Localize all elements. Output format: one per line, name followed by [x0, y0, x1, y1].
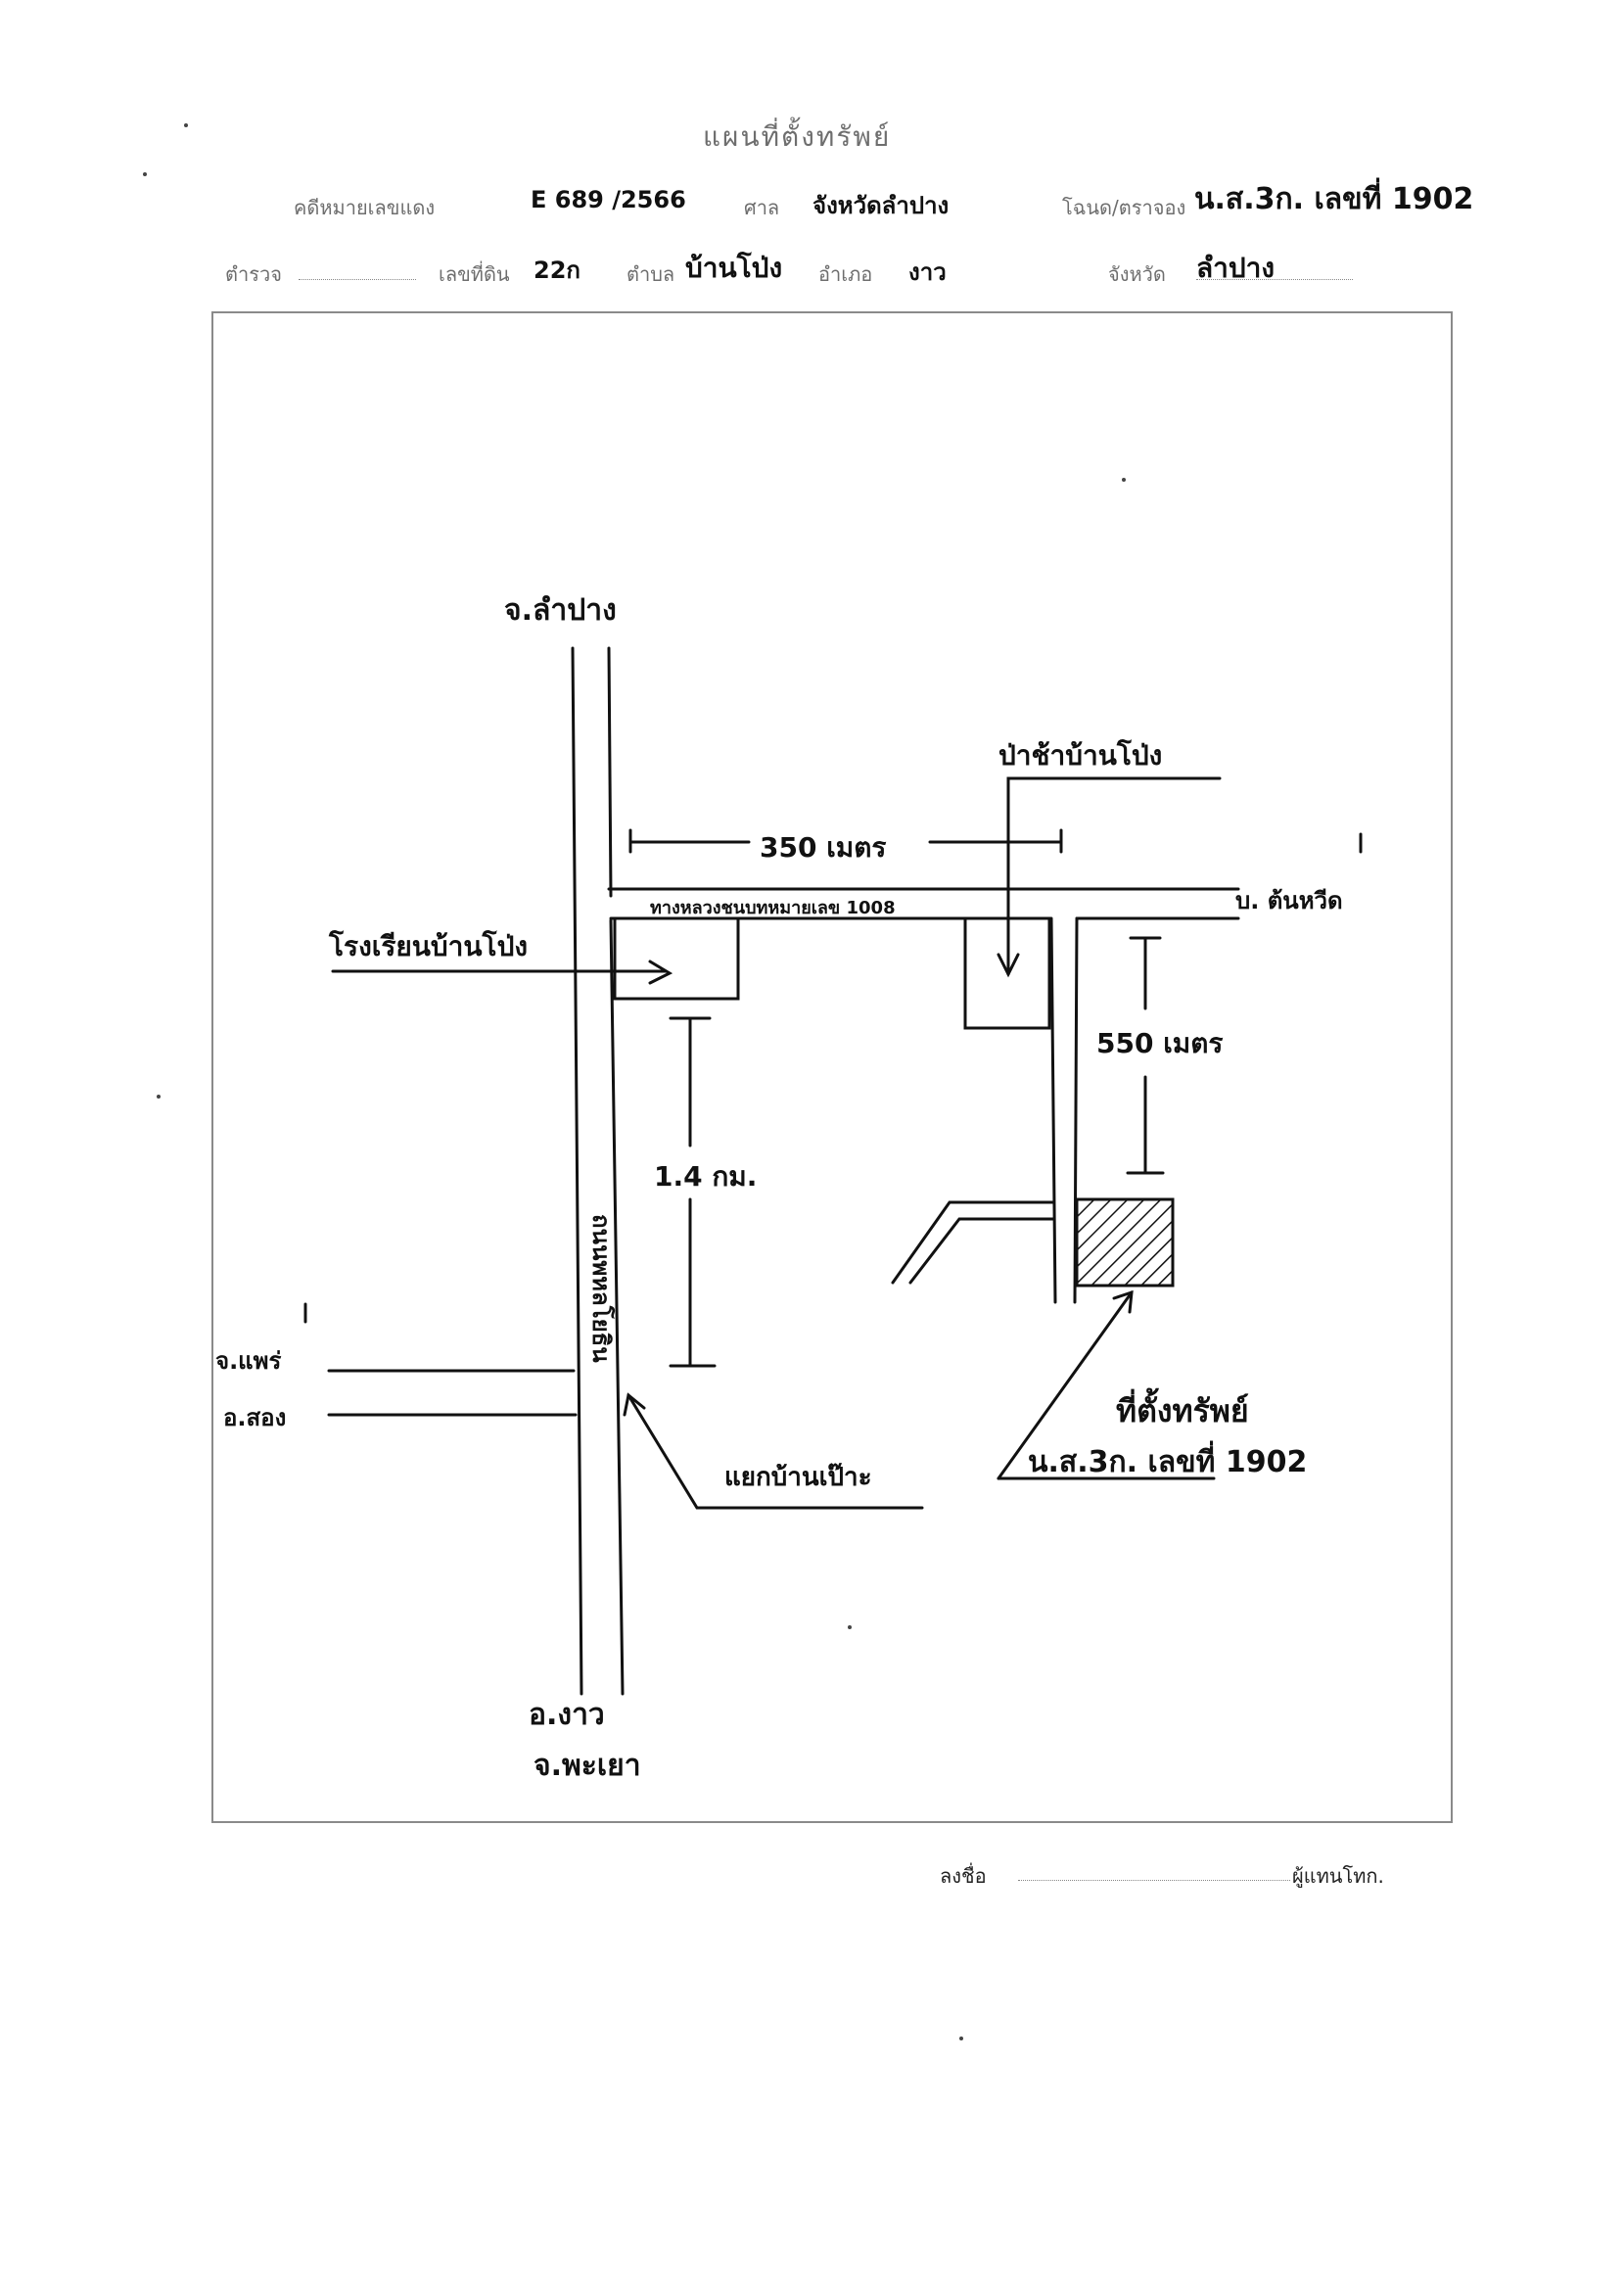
signature-label: ลงชื่อ — [940, 1864, 987, 1888]
scan-speck — [157, 1095, 161, 1099]
survey-blank — [299, 279, 416, 280]
scan-speck — [848, 1625, 852, 1629]
scan-speck — [143, 172, 147, 176]
property-label: ที่ตั้งทรัพย์ — [1116, 1392, 1249, 1429]
main-road-west-edge — [571, 646, 583, 1696]
branch-road-label: ทางหลวงชนบทหมายเลข 1008 — [650, 898, 896, 918]
court-label: ศาล — [744, 196, 780, 219]
map-frame — [211, 311, 1453, 1823]
main-road-east-edge-south — [609, 918, 625, 1696]
plot-value: 22ก — [534, 257, 580, 284]
property-parcel — [1075, 1197, 1175, 1288]
district-label: อำเภอ — [818, 262, 873, 286]
property-deed-label: น.ส.3ก. เลขที่ 1902 — [1028, 1445, 1308, 1479]
south-destination-label-1: อ.งาว — [529, 1698, 605, 1732]
deed-label: โฉนด/ตราจอง — [1062, 196, 1186, 219]
school-box — [613, 916, 740, 1001]
school-arrowhead — [648, 960, 673, 985]
plot-label: เลขที่ดิน — [439, 262, 510, 286]
property-arrowhead — [1112, 1289, 1134, 1314]
deed-value: น.ส.3ก. เลขที่ 1902 — [1194, 182, 1474, 216]
cemetery-label: ป่าช้าบ้านโป่ง — [998, 739, 1163, 772]
side-road-upper — [891, 1200, 1055, 1285]
south-destination-label-2: จ.พะเยา — [534, 1749, 641, 1783]
junction-arrowhead — [623, 1392, 646, 1417]
main-road-east-edge-north — [607, 646, 613, 898]
east-destination-label: บ. ต้นหวีด — [1235, 887, 1343, 914]
scan-speck — [184, 123, 188, 127]
scan-speck — [1122, 478, 1126, 482]
cemetery-arrowhead — [997, 953, 1020, 978]
school-label: โรงเรียนบ้านโป่ง — [329, 930, 529, 962]
court-value: จังหวัดลำปาง — [812, 192, 950, 219]
access-road-east-edge — [1073, 916, 1079, 1304]
distance-350-label: 350 เมตร — [760, 831, 887, 864]
junction-leader-line — [626, 1393, 924, 1510]
subdistrict-label: ตำบล — [626, 262, 675, 286]
province-label: จังหวัด — [1108, 262, 1166, 286]
distance-14-label: 1.4 กม. — [654, 1160, 758, 1193]
west-destination-label-2: อ.สอง — [223, 1404, 287, 1431]
subdistrict-value: บ้านโป่ง — [685, 252, 783, 284]
west-destination-label-1: จ.แพร่ — [215, 1347, 282, 1375]
north-destination-label: จ.ลำปาง — [504, 593, 617, 628]
case-label: คดีหมายเลขแดง — [294, 196, 436, 219]
side-road-lower — [908, 1217, 1055, 1285]
property-arrow-shaft — [997, 1290, 1134, 1480]
cemetery-leader-line — [1006, 776, 1222, 976]
district-value: งาว — [908, 258, 947, 286]
access-road-west-edge — [1049, 916, 1057, 1304]
junction-label: แยกบ้านเป๊าะ — [724, 1463, 872, 1492]
case-number: E 689 /2566 — [531, 186, 686, 213]
distance-550-label: 550 เมตร — [1096, 1027, 1224, 1059]
page-title: แผนที่ตั้งทรัพย์ — [703, 120, 892, 153]
province-value: ลำปาง — [1196, 252, 1276, 284]
signature-role: ผู้แทนโทก. — [1292, 1864, 1384, 1888]
main-road-label: ถนนพหลโยธิน — [587, 1214, 616, 1363]
scan-speck — [959, 2037, 963, 2040]
survey-label: ตำรวจ — [225, 262, 282, 286]
signature-line — [1018, 1880, 1290, 1881]
province-blank — [1196, 279, 1353, 280]
